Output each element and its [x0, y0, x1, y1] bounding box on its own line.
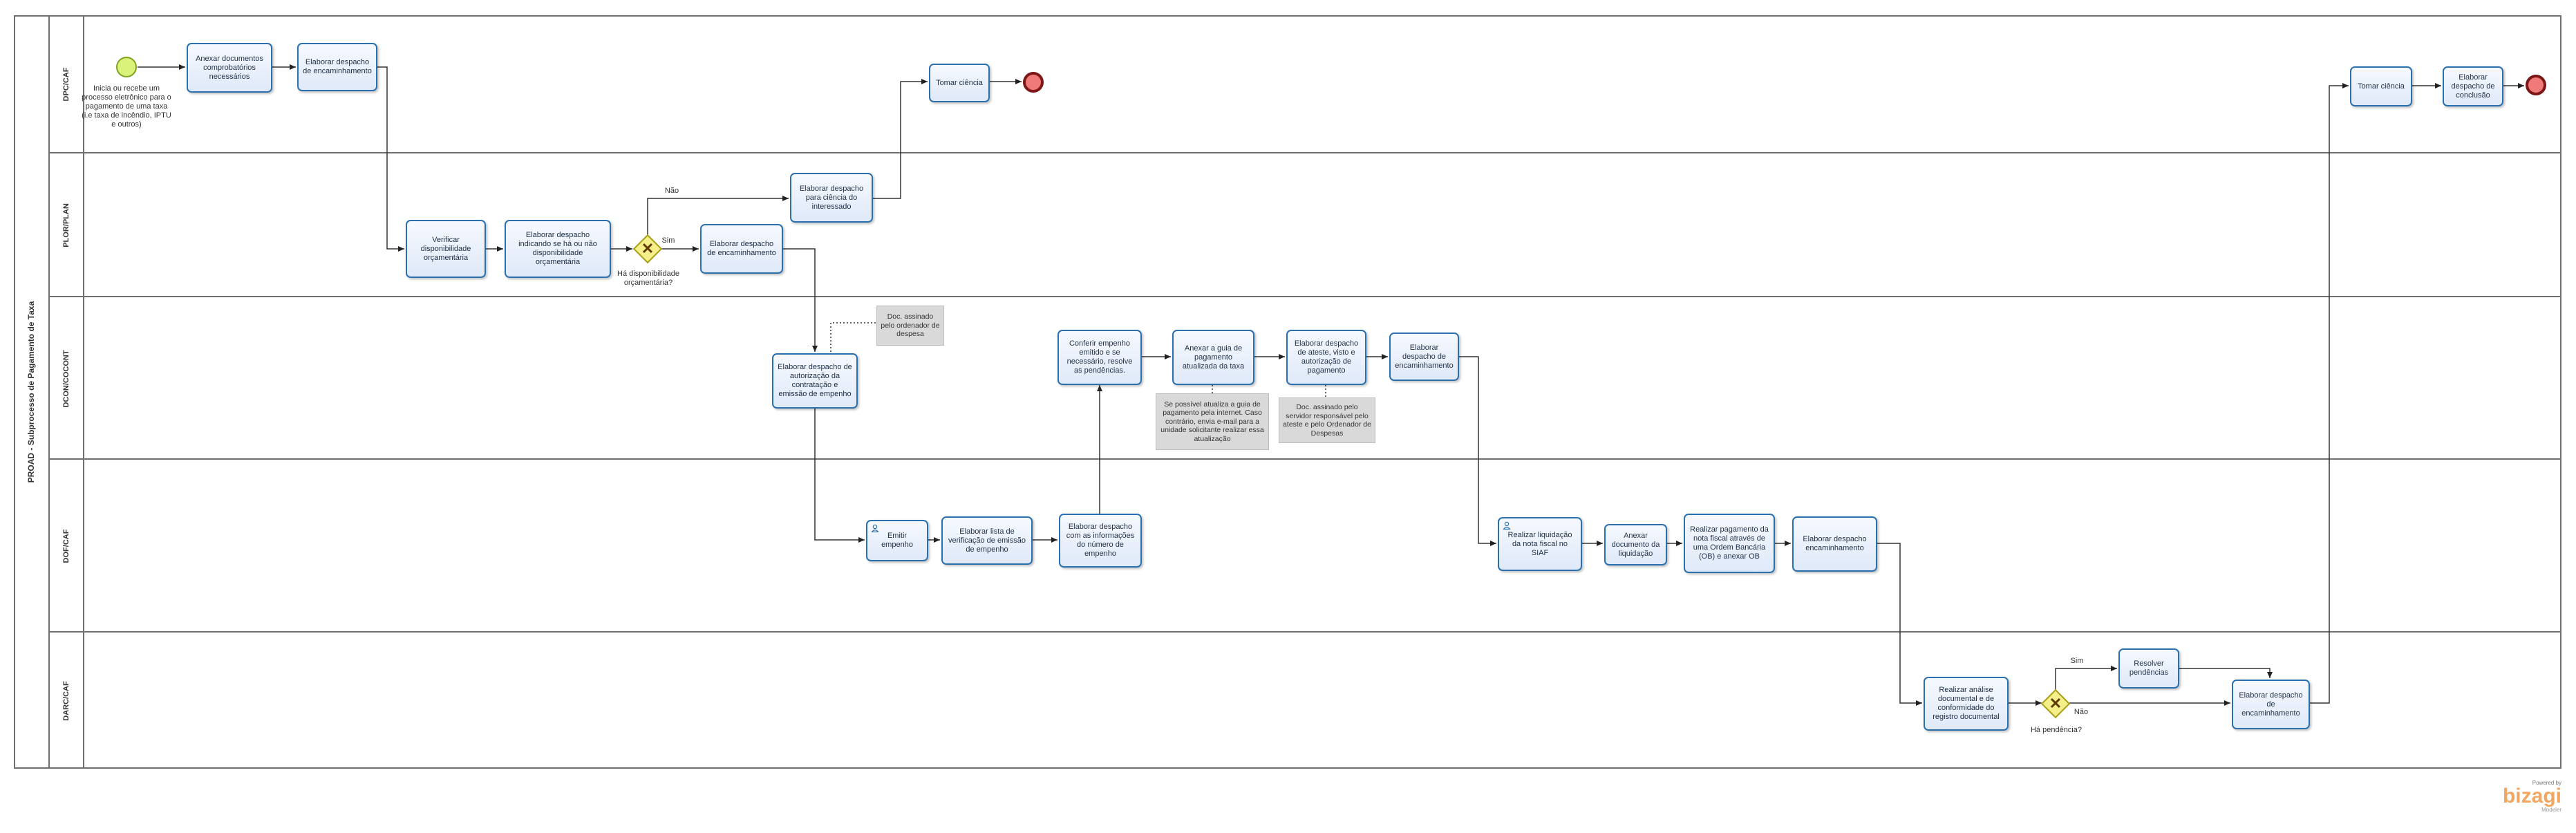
flow-g2-sim — [2055, 666, 2117, 693]
task-despacho-encaminhamento-4[interactable]: Elaborar despacho encaminhamento — [1792, 516, 1877, 572]
task-anexar-liquidacao[interactable]: Anexar documento da liquidação — [1604, 524, 1667, 565]
start-event-label: Inicia ou recebe um processo eletrônico … — [82, 84, 171, 129]
gateway-x-icon: ✕ — [2049, 695, 2062, 712]
lane-dof — [50, 460, 2561, 633]
gateway-pendencia-label: Há pendência? — [2030, 726, 2082, 734]
end-event-1[interactable] — [1023, 72, 1044, 93]
task-despacho-autorizacao[interactable]: Elaborar despacho de autorização da cont… — [772, 353, 858, 409]
pool-frame — [14, 15, 2561, 769]
task-tomar-ciencia-2[interactable]: Tomar ciência — [2350, 66, 2412, 106]
flow-resolver-enc5 — [2179, 668, 2273, 678]
task-despacho-indicando[interactable]: Elaborar despacho indicando se há ou não… — [505, 220, 611, 278]
flow-label-sim-2: Sim — [2070, 657, 2084, 665]
user-task-icon — [1503, 521, 1511, 530]
note-doc-ordenador: Doc. assinado pelo ordenador de despesa — [876, 306, 944, 346]
task-anexar-guia[interactable]: Anexar a guia de pagamento atualizada da… — [1172, 330, 1254, 385]
brand-powered: Powered by — [2532, 780, 2561, 786]
bizagi-brand: Powered by bizagi Modeler — [2499, 780, 2561, 813]
lane-label-dcon: DCON/COCONT — [50, 297, 84, 460]
task-despacho-ciencia[interactable]: Elaborar despacho para ciência do intere… — [790, 173, 873, 223]
flow-enc5-tomar2 — [2310, 83, 2349, 704]
user-task-icon — [871, 524, 879, 532]
gateway-x-icon: ✕ — [641, 240, 655, 257]
pool-label: PROAD - Subprocesso de Pagamento de Taxa — [14, 15, 50, 769]
flow-enc4-analise — [1877, 543, 1922, 706]
task-despacho-informacoes[interactable]: Elaborar despacho com as informações do … — [1059, 514, 1142, 568]
flow-g1-nao — [647, 196, 789, 241]
gateway-disponibilidade-label: Há disponibilidade orçamentária? — [617, 270, 679, 287]
task-despacho-encaminhamento-2[interactable]: Elaborar despacho de encaminhamento — [700, 224, 783, 274]
lane-dcon — [50, 297, 2561, 460]
task-despacho-encaminhamento-5[interactable]: Elaborar despacho de encaminhamento — [2232, 680, 2310, 729]
flow-label-nao-1: Não — [664, 187, 679, 195]
task-despacho-encaminhamento-1[interactable]: Elaborar despacho de encaminhamento — [297, 43, 377, 91]
task-verificar-disponibilidade[interactable]: Verificar disponibilidade orçamentária — [406, 220, 486, 278]
brand-modeler: Modeler — [2541, 807, 2561, 813]
note-guia-internet: Se possível atualiza a guia de pagamento… — [1156, 393, 1269, 450]
task-liquidacao-label: Realizar liquidação da nota fiscal no SI… — [1507, 530, 1572, 557]
task-lista-verificacao[interactable]: Elaborar lista de verificação de emissão… — [941, 516, 1033, 565]
task-liquidacao-siaf[interactable]: Realizar liquidação da nota fiscal no SI… — [1498, 517, 1582, 571]
end-event-2[interactable] — [2526, 75, 2546, 95]
task-resolver-pendencias[interactable]: Resolver pendências — [2118, 648, 2179, 689]
task-despacho-conclusao[interactable]: Elaborar despacho de conclusão — [2443, 66, 2503, 106]
bizagi-logo: bizagi — [2502, 785, 2561, 807]
flow-ciencia-tomar1 — [873, 79, 928, 199]
flow-label-nao-2: Não — [2074, 708, 2089, 716]
lane-label-dpc: DPC/CAF — [50, 15, 84, 153]
start-event[interactable] — [116, 57, 137, 77]
task-analise-documental[interactable]: Realizar análise documental e de conform… — [1924, 677, 2009, 731]
flow-enc2-autorizacao — [783, 248, 818, 352]
note-doc-servidor: Doc. assinado pelo servidor responsável … — [1279, 397, 1375, 443]
flow-enc3-liquidacao — [1459, 356, 1496, 546]
task-emitir-empenho-label: Emitir empenho — [881, 532, 913, 549]
flow-label-sim-1: Sim — [661, 236, 675, 245]
task-tomar-ciencia-1[interactable]: Tomar ciência — [929, 64, 990, 102]
lane-dpc — [50, 15, 2561, 153]
assoc-autorizacao-note — [830, 322, 876, 352]
lane-label-plor: PLOR/PLAN — [50, 153, 84, 297]
task-realizar-pagamento[interactable]: Realizar pagamento da nota fiscal atravé… — [1684, 514, 1775, 573]
lane-label-darc: DARC/CAF — [50, 633, 84, 769]
lane-plor — [50, 153, 2561, 297]
flow-despacho1-verificar — [377, 66, 404, 252]
task-despacho-encaminhamento-3[interactable]: Elaborar despacho de encaminhamento — [1389, 333, 1459, 381]
task-conferir-empenho[interactable]: Conferir empenho emitido e se necessário… — [1057, 330, 1142, 385]
task-emitir-empenho[interactable]: Emitir empenho — [866, 520, 928, 561]
task-anexar-documentos[interactable]: Anexar documentos comprobatórios necessá… — [187, 43, 272, 93]
lane-label-dof: DOF/CAF — [50, 460, 84, 633]
task-despacho-ateste[interactable]: Elaborar despacho de ateste, visto e aut… — [1286, 330, 1366, 385]
flow-autorizacao-emitir — [814, 409, 865, 543]
